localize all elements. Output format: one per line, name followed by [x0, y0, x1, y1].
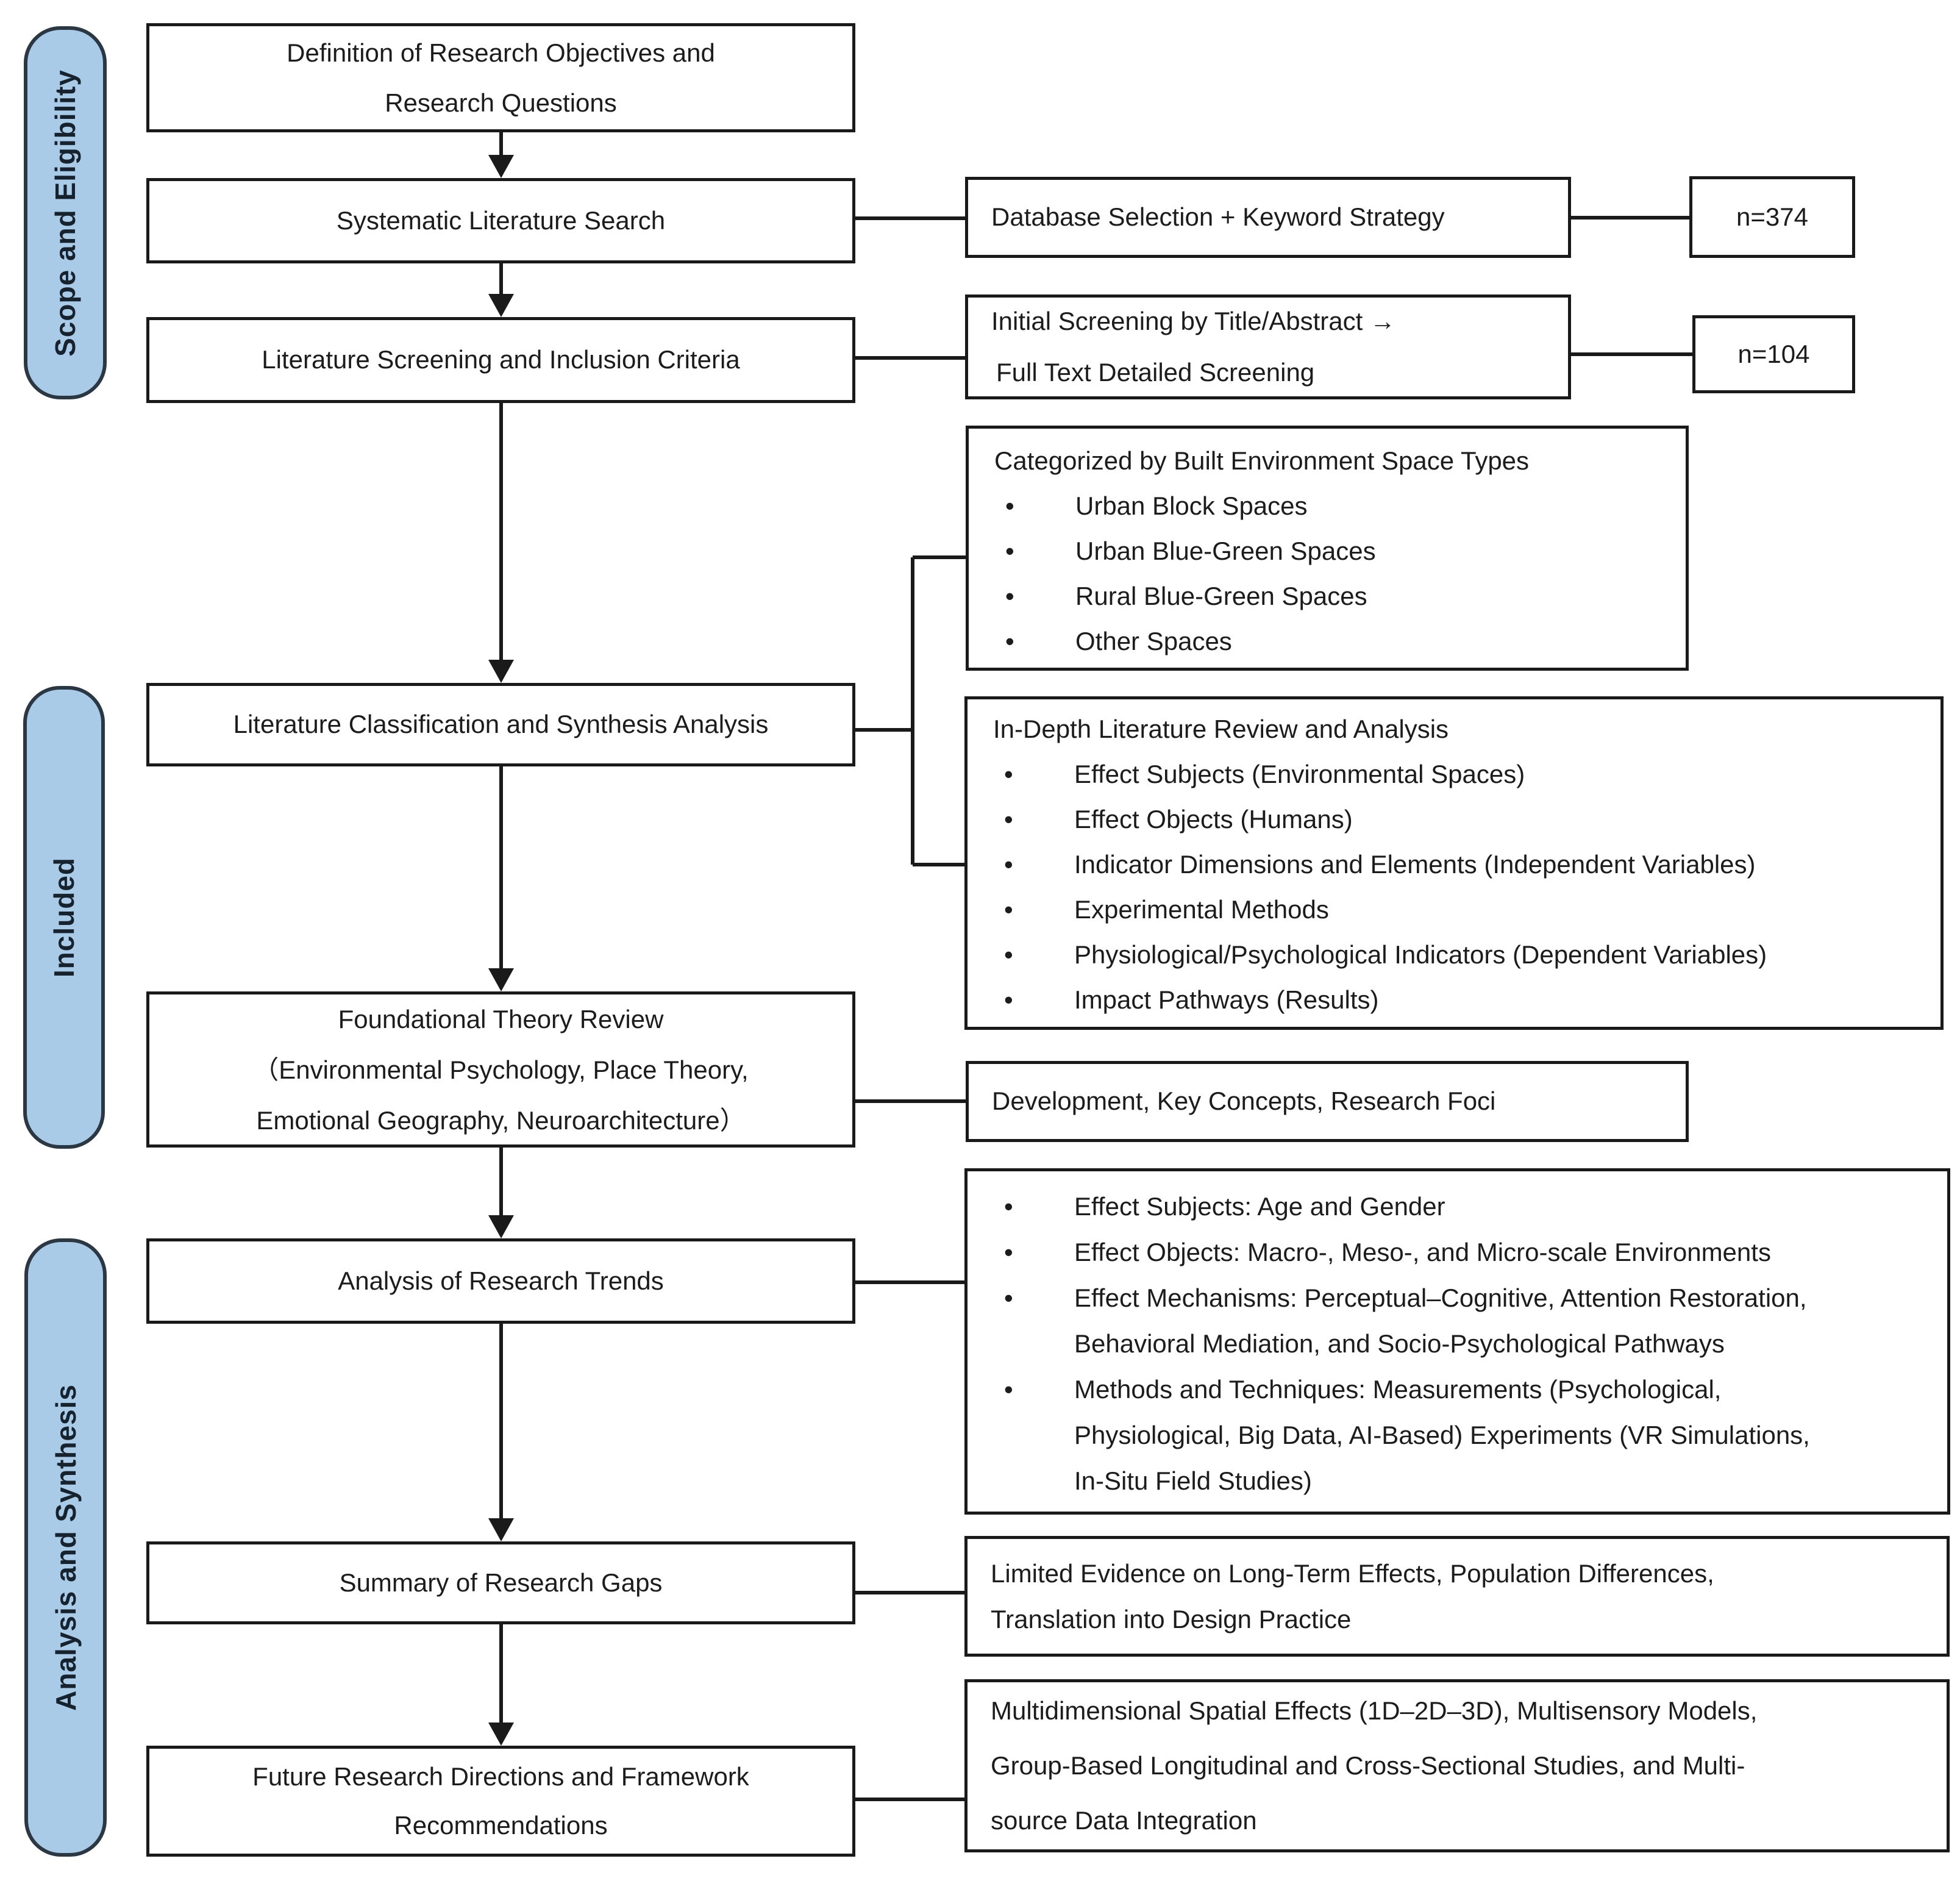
flow-box-systematic-search-label: Systematic Literature Search	[336, 205, 666, 235]
flow-box-research-gaps: Summary of Research Gaps	[146, 1541, 855, 1624]
detail-box-trends-analysis: Effect Subjects: Age and Gender Effect O…	[964, 1168, 1950, 1515]
detail-box-in-depth-review: In-Depth Literature Review and Analysis …	[964, 696, 1944, 1030]
detail-box-future-line2: Group-Based Longitudinal and Cross-Secti…	[991, 1751, 1745, 1780]
flow-box-definition-line2: Research Questions	[385, 88, 617, 117]
list-item-line: Effect Mechanisms: Perceptual–Cognitive,…	[1074, 1284, 1807, 1312]
detail-box-gaps-evidence: Limited Evidence on Long-Term Effects, P…	[964, 1536, 1950, 1657]
list-item: Effect Subjects (Environmental Spaces)	[995, 752, 1928, 797]
section-ribbon-scope-eligibility: Scope and Eligibility	[24, 26, 107, 399]
flow-box-research-trends: Analysis of Research Trends	[146, 1238, 855, 1324]
arrowheads	[488, 155, 514, 1746]
list-item-line: Methods and Techniques: Measurements (Ps…	[1074, 1375, 1722, 1404]
flow-box-definition: Definition of Research Objectives and Re…	[146, 23, 855, 132]
section-label-scope-eligibility: Scope and Eligibility	[49, 69, 81, 357]
detail-box-gaps-line1: Limited Evidence on Long-Term Effects, P…	[991, 1559, 1714, 1588]
flow-box-theory-line3: Emotional Geography, Neuroarchitecture）	[256, 1105, 746, 1135]
flow-box-theory-line2: （Environmental Psychology, Place Theory,	[253, 1055, 749, 1084]
count-n374-value: n=374	[1736, 202, 1808, 231]
flow-box-future-line1: Future Research Directions and Framework	[252, 1762, 749, 1791]
detail-box-initial-screening: Initial Screening by Title/Abstract → Fu…	[965, 295, 1571, 399]
flow-box-literature-screening-label: Literature Screening and Inclusion Crite…	[262, 345, 740, 374]
flow-box-research-trends-label: Analysis of Research Trends	[338, 1266, 664, 1295]
list-item: Effect Objects: Macro-, Meso-, and Micro…	[995, 1229, 1935, 1275]
list-item: Urban Blue-Green Spaces	[996, 529, 1673, 574]
flow-box-foundational-theory: Foundational Theory Review （Environmenta…	[146, 991, 855, 1148]
flow-box-definition-line1: Definition of Research Objectives and	[287, 38, 715, 67]
flow-box-classification: Literature Classification and Synthesis …	[146, 683, 855, 766]
list-item-line: Behavioral Mediation, and Socio-Psycholo…	[1074, 1329, 1725, 1358]
list-item: Rural Blue-Green Spaces	[996, 574, 1673, 619]
list-item-line: Effect Subjects: Age and Gender	[1074, 1192, 1445, 1221]
flow-box-theory-line1: Foundational Theory Review	[338, 1004, 664, 1034]
list-item: Methods and Techniques: Measurements (Ps…	[995, 1366, 1935, 1504]
detail-box-gaps-line2: Translation into Design Practice	[991, 1605, 1352, 1633]
detail-box-theory-development-label: Development, Key Concepts, Research Foci	[992, 1087, 1496, 1116]
space-types-list: Urban Block Spaces Urban Blue-Green Spac…	[969, 484, 1686, 664]
list-item-line: In-Situ Field Studies)	[1074, 1466, 1312, 1495]
detail-box-database-strategy: Database Selection + Keyword Strategy	[965, 177, 1571, 258]
flow-box-classification-label: Literature Classification and Synthesis …	[233, 710, 769, 739]
detail-box-database-strategy-label: Database Selection + Keyword Strategy	[991, 202, 1445, 232]
detail-box-initial-screening-line2: Full Text Detailed Screening	[996, 358, 1315, 387]
count-n104-value: n=104	[1737, 339, 1810, 368]
flow-box-research-gaps-label: Summary of Research Gaps	[339, 1568, 663, 1597]
flow-box-systematic-search: Systematic Literature Search	[146, 178, 855, 263]
section-ribbon-analysis-synthesis: Analysis and Synthesis	[24, 1238, 107, 1857]
list-item-line: Effect Objects: Macro-, Meso-, and Micro…	[1074, 1238, 1771, 1266]
detail-box-future-framework: Multidimensional Spatial Effects (1D–2D–…	[964, 1679, 1950, 1852]
list-item: Effect Objects (Humans)	[995, 797, 1928, 842]
section-label-included: Included	[48, 857, 80, 978]
trends-list: Effect Subjects: Age and Gender Effect O…	[968, 1184, 1947, 1504]
detail-box-theory-development: Development, Key Concepts, Research Foci	[966, 1061, 1689, 1142]
list-item: Experimental Methods	[995, 887, 1928, 932]
list-item: Urban Block Spaces	[996, 484, 1673, 529]
list-item: Indicator Dimensions and Elements (Indep…	[995, 842, 1928, 887]
list-item: Effect Subjects: Age and Gender	[995, 1184, 1935, 1229]
list-item: Impact Pathways (Results)	[995, 977, 1928, 1023]
count-box-n374: n=374	[1689, 176, 1855, 258]
detail-box-future-line3: source Data Integration	[991, 1806, 1257, 1835]
in-depth-list: Effect Subjects (Environmental Spaces) E…	[968, 752, 1940, 1023]
list-item-line: Physiological, Big Data, AI-Based) Exper…	[1074, 1421, 1810, 1449]
count-box-n104: n=104	[1692, 315, 1855, 393]
detail-box-future-line1: Multidimensional Spatial Effects (1D–2D–…	[991, 1696, 1758, 1725]
flow-box-literature-screening: Literature Screening and Inclusion Crite…	[146, 317, 855, 403]
list-item: Other Spaces	[996, 619, 1673, 664]
list-item: Physiological/Psychological Indicators (…	[995, 932, 1928, 977]
section-ribbon-included: Included	[23, 686, 105, 1149]
detail-box-space-types: Categorized by Built Environment Space T…	[966, 426, 1689, 671]
flow-box-future-directions: Future Research Directions and Framework…	[146, 1746, 855, 1857]
detail-box-initial-screening-line1: Initial Screening by Title/Abstract →	[991, 307, 1395, 335]
detail-box-space-types-title: Categorized by Built Environment Space T…	[994, 446, 1530, 475]
detail-box-in-depth-title: In-Depth Literature Review and Analysis	[993, 715, 1449, 743]
section-label-analysis-synthesis: Analysis and Synthesis	[49, 1384, 82, 1711]
list-item: Effect Mechanisms: Perceptual–Cognitive,…	[995, 1275, 1935, 1366]
flow-box-future-line2: Recommendations	[394, 1811, 608, 1840]
